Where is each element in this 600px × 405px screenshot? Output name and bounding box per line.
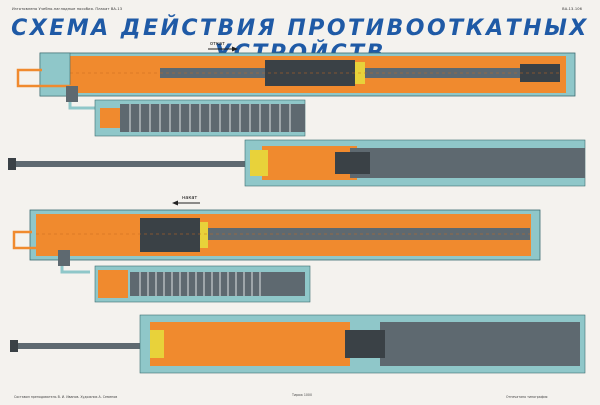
recuperator-rod-2 [10,314,586,374]
recoil-direction-arrow [208,46,238,52]
spring-recuperator-1 [94,99,306,137]
spring-recuperator-2 [94,265,311,303]
footer-print-run: Тираж 1000 [292,393,312,397]
recoil-label: откат [210,41,225,47]
plate-number: ВА-13-106 [562,7,582,11]
return-label: накат [182,195,198,201]
footer-printer: Отпечатано типография [506,395,548,399]
return-direction-arrow [172,200,200,206]
recuperator-rod-1 [8,139,586,187]
valve-body-1 [66,86,78,102]
publisher-note: Изготовлено Учебно-наглядные пособия. Пл… [12,7,123,11]
recoil-brake-cylinder-1 [39,52,576,97]
valve-body-2 [58,250,70,266]
footer-credits: Составил преподаватель В. И. Иванов. Худ… [14,395,118,399]
recoil-brake-cylinder-2 [29,209,541,261]
